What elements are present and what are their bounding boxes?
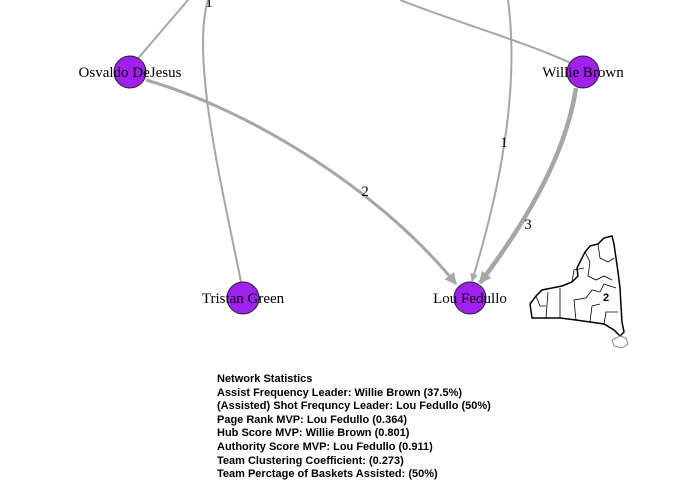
edge-label-tristan-up: 1 (205, 0, 213, 11)
stat-team-clustering-coefficient: Team Clustering Coefficient: (0.273) (217, 454, 404, 467)
edge-willie-up (399, 0, 574, 65)
edge-willie-lou (478, 87, 579, 285)
edge-label-osvaldo-lou: 2 (361, 184, 369, 200)
stats-title: Network Statistics (217, 373, 313, 385)
node-labels: Osvaldo DeJesus Willie Brown Tristan Gre… (79, 65, 625, 307)
node-tristan (226, 281, 260, 315)
stat-hub-score-mvp: Hub Score MVP: Willie Brown (0.801) (217, 427, 410, 440)
edge-label-willie-lou: 3 (524, 217, 532, 233)
edge-osvaldo-up (134, 0, 189, 63)
node-osvaldo (113, 55, 147, 89)
nodes (113, 55, 600, 315)
node-label-osvaldo: Osvaldo DeJesus (79, 65, 182, 81)
node-label-tristan: Tristan Green (202, 291, 285, 307)
stat-authority-score-mvp: Authority Score MVP: Lou Fedullo (0.911) (217, 440, 433, 453)
node-willie (566, 55, 600, 89)
state-map-icon: 2 (529, 235, 629, 349)
edge-label-top-lou: 1 (500, 135, 508, 151)
edge-osvaldo-lou (145, 78, 458, 285)
map-region-label: 2 (603, 292, 609, 304)
edge-labels: 2 3 1 1 (205, 0, 532, 233)
node-label-willie: Willie Brown (542, 65, 624, 81)
stat-page-rank-mvp: Page Rank MVP: Lou Fedullo (0.364) (217, 413, 408, 426)
edge-top-lou (470, 0, 513, 282)
edges (134, 0, 579, 285)
stat-shot-frequency-leader: (Assisted) Shot Frequncy Leader: Lou Fed… (217, 400, 491, 413)
network-statistics: Network Statistics Assist Frequency Lead… (217, 373, 537, 482)
node-label-lou: Lou Fedullo (433, 291, 507, 307)
stat-assist-frequency-leader: Assist Frequency Leader: Willie Brown (3… (217, 386, 463, 399)
stat-team-percentage-assisted: Team Perctage of Baskets Assisted: (50%) (217, 468, 438, 481)
node-lou (453, 281, 487, 315)
edge-tristan-up (202, 0, 242, 283)
